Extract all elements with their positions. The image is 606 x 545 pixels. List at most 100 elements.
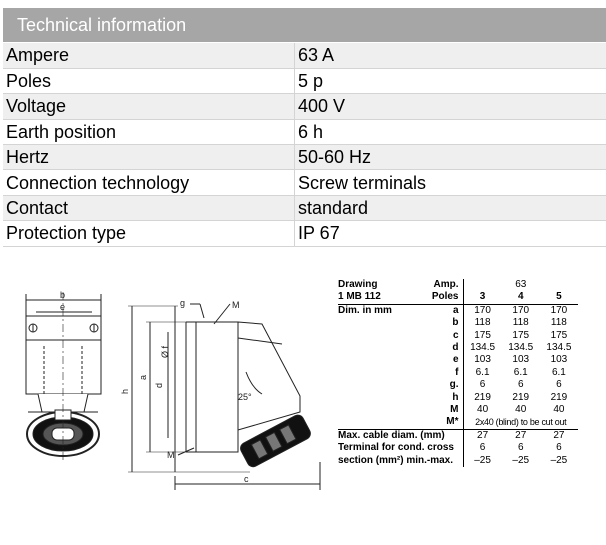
dim-value: 6 [556,442,562,454]
spec-label: Ampere [3,43,295,69]
spec-label: Protection type [3,220,295,247]
poles-value: 4 [501,291,540,305]
dim-value: 175 [462,329,502,343]
amp-value: 63 [462,279,578,292]
dim-value: 103 [462,354,502,367]
poles-value: 3 [462,291,502,305]
dim-value: 103 [512,354,530,366]
spec-row: Voltage 400 V [3,93,606,120]
dim-a-label: a [138,375,148,380]
dim-row: section (mm²) min.-max. –25 –25 –25 [338,454,578,468]
dim-value: 40 [553,404,565,416]
side-view: g M Ø f d a h 25° M c [120,298,321,490]
dim-value: 175 [512,329,530,341]
technical-drawing: b e [25,290,321,490]
dim-value: 134.5 [462,342,502,355]
dim-row: Max. cable diam. (mm) 27 27 27 [338,429,578,443]
section-header: Technical information [3,8,606,42]
dim-value: 6.1 [513,366,528,378]
dimension-table: Drawing Amp. 63 1 MB 112 Poles 3 4 5 Dim… [338,279,578,468]
dim-row: d 134.5 134.5 134.5 [338,342,578,355]
dim-h-label: h [120,389,130,394]
dim-value: 27 [553,429,565,441]
drawing-label: Drawing [338,279,378,290]
spec-row: Protection type IP 67 [3,220,606,247]
dim-value: 118 [512,317,529,329]
spec-value: 63 A [294,43,606,69]
spec-value: 400 V [294,93,606,120]
spec-row: Earth position 6 h [3,119,606,145]
dim-key: b [452,317,459,329]
dim-value: 170 [462,304,502,318]
dim-key: c [452,329,459,341]
dim-value: –25 [462,454,502,468]
spec-row: Connection technology Screw terminals [3,169,606,196]
spec-label: Hertz [3,144,295,170]
dim-value: 6 [462,379,502,392]
spec-label: Poles [3,68,295,94]
dim-value: –25 [512,454,530,466]
terminal-label: Terminal for cond. cross [338,442,454,454]
dim-value: 6 [517,442,524,454]
amp-label: Amp. [433,279,459,290]
dim-row: c 175 175 175 [338,329,578,343]
dim-key: h [452,391,459,403]
dim-c-label: c [244,474,249,484]
dim-value: 170 [550,304,568,316]
dim-row: h 219 219 219 [338,391,578,405]
spec-row: Hertz 50-60 Hz [3,144,606,170]
front-view: b e [25,290,102,462]
dim-m-label: M [232,300,240,310]
dim-row: g. 6 6 6 [338,379,578,392]
dim-value: 40 [515,404,527,416]
dim-value: 134.5 [508,342,534,354]
cable-label: Max. cable diam. (mm) [338,429,445,441]
spec-table: Ampere 63 A Poles 5 p Voltage 400 V Eart… [3,43,606,247]
section-title: Technical information [17,15,187,35]
spec-label: Earth position [3,119,295,145]
spec-row: Ampere 63 A [3,43,606,69]
dim-value: 175 [550,329,568,341]
spec-value: Screw terminals [294,169,606,196]
dim-value: 219 [512,391,530,403]
dim-header-row: Drawing Amp. 63 [338,279,578,292]
dim-value: 40 [462,404,502,417]
dim-value: 219 [550,391,568,403]
dim-value: 27 [515,429,527,441]
dim-key: e [452,354,459,366]
dim-value: 6 [517,379,524,391]
poles-label: Poles [418,291,463,305]
spec-value: 6 h [294,119,606,145]
dim-row: b 118 118 118 [338,317,578,330]
dim-row: f 6.1 6.1 6.1 [338,366,578,380]
dim-value: 118 [550,317,567,329]
dim-value: 170 [512,304,530,316]
dim-key: M [450,404,459,416]
dim-key: g. [449,379,459,391]
dim-row: Dim. in mm a 170 170 170 [338,304,578,318]
dim-m2-label: M [167,450,175,460]
dim-value: 6.1 [551,366,566,378]
dim-value: 219 [462,391,502,405]
dim-row: M* 2x40 (blind) to be cut out [338,416,578,430]
dim-g-label: g [180,298,185,308]
section-label: section (mm²) min.-max. [338,454,454,466]
dim-row: M 40 40 40 [338,404,578,417]
dim-header-row: 1 MB 112 Poles 3 4 5 [338,291,578,305]
spec-label: Connection technology [3,169,295,196]
dim-value: 27 [462,429,502,443]
dim-angle-label: 25° [238,392,252,402]
dim-key: a [452,304,459,316]
dim-row: e 103 103 103 [338,354,578,367]
dim-value: 6.1 [462,366,502,380]
spec-value: 50-60 Hz [294,144,606,170]
mstar-note: 2x40 (blind) to be cut out [462,416,578,430]
spec-label: Voltage [3,93,295,120]
spec-value: standard [294,195,606,221]
dim-e-label: e [60,302,65,312]
dim-d-label: d [154,383,164,388]
spec-value: 5 p [294,68,606,94]
dim-key: f [455,366,459,378]
dim-label: Dim. in mm [338,304,392,316]
spec-row: Contact standard [3,195,606,221]
